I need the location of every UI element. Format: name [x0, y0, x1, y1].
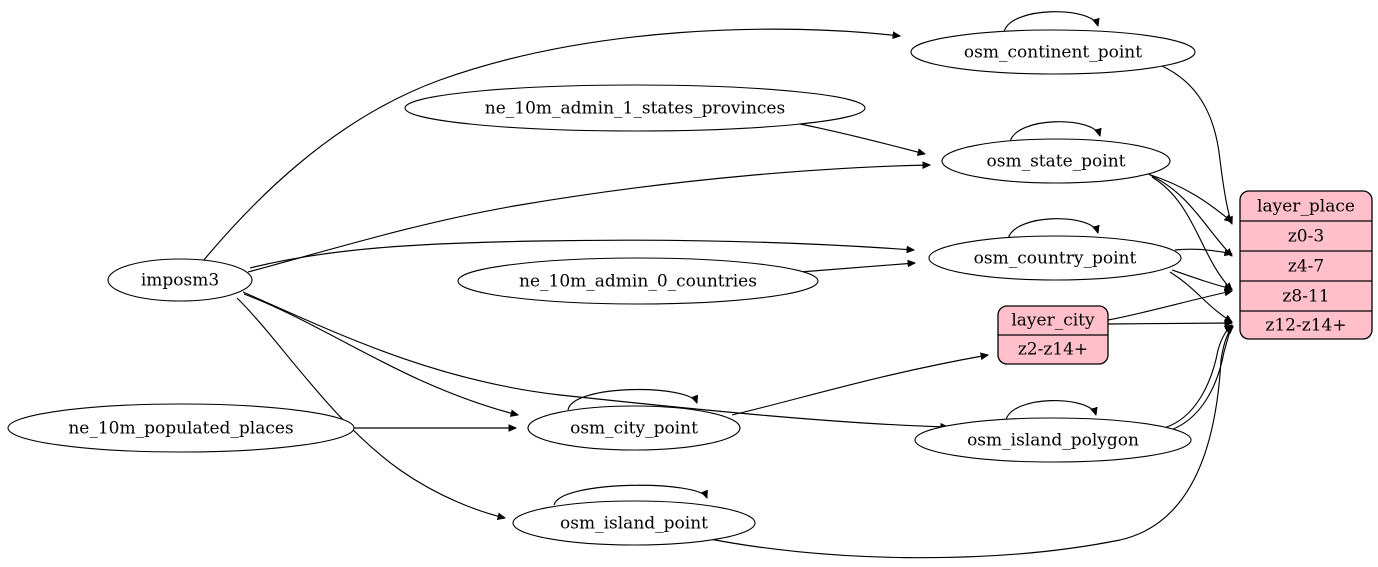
node-label-osm_continent_point: osm_continent_point [964, 43, 1142, 63]
edge-imposm3-to-osm_city_point [243, 293, 518, 415]
edge-osm_state_point-to-layer_place-z4_7 [1149, 174, 1232, 256]
edge-layer [202, 11, 1233, 559]
edge-osm_state_point-to-layer_place-z0_3 [1147, 173, 1232, 222]
edge-imposm3-to-osm_continent_point [202, 28, 900, 262]
edge-osm_island_polygon-to-layer_place-z12_z14b [1167, 326, 1233, 432]
node-osm_continent_point[interactable]: osm_continent_point [910, 29, 1196, 75]
edge-osm_country_point-to-layer_place-z12_z14 [1169, 271, 1232, 322]
node-imposm3[interactable]: imposm3 [107, 258, 253, 302]
record-node-layer_city[interactable]: layer_city z2-z14+ [997, 305, 1109, 365]
edge-osm_island_polygon-to-layer_place-z12_z14 [1163, 325, 1232, 429]
edge-layer_city-to-layer_place-z8_11 [1107, 291, 1232, 321]
self-loop-osm_country_point [1007, 218, 1098, 240]
record-row-layer_place-2[interactable]: z8-11 [1282, 287, 1329, 307]
node-osm_country_point[interactable]: osm_country_point [928, 235, 1182, 281]
record-header-layer_place: layer_place [1257, 197, 1355, 217]
node-label-osm_city_point: osm_city_point [570, 419, 698, 439]
record-row-layer_place-3[interactable]: z12-z14+ [1265, 316, 1346, 336]
edge-osm_country_point-to-layer_place-z8_11 [1171, 269, 1232, 289]
node-label-osm_country_point: osm_country_point [974, 249, 1137, 269]
node-ne_10m_admin_0_countries[interactable]: ne_10m_admin_0_countries [457, 257, 819, 305]
node-label-osm_state_point: osm_state_point [987, 152, 1126, 172]
edge-osm_island_point-to-layer_place [699, 327, 1233, 559]
edge-imposm3-to-osm_island_polygon [242, 291, 948, 427]
record-row-layer_city-0[interactable]: z2-z14+ [1018, 340, 1088, 360]
node-label-osm_island_point: osm_island_point [560, 514, 708, 534]
self-loop-osm_island_polygon [1005, 400, 1096, 421]
node-label-imposm3: imposm3 [141, 271, 219, 291]
self-loop-osm_island_point [553, 484, 707, 506]
edge-ne_10m_admin_1_states_provinces-to-osm_state_point [799, 123, 925, 154]
edge-imposm3-to-osm_state_point [247, 165, 930, 273]
node-label-ne_10m_admin_0_countries: ne_10m_admin_0_countries [519, 272, 757, 292]
edge-layer_city-to-layer_place-z12_z14 [1107, 323, 1232, 324]
self-loop-osm_city_point [567, 388, 697, 411]
record-header-layer_city: layer_city [1011, 311, 1095, 331]
record-row-layer_place-0[interactable]: z0-3 [1288, 227, 1324, 247]
node-label-ne_10m_admin_1_states_provinces: ne_10m_admin_1_states_provinces [485, 99, 785, 119]
edge-imposm3-to-osm_country_point [249, 239, 914, 269]
node-osm_city_point[interactable]: osm_city_point [527, 405, 741, 451]
self-loop-osm_state_point [1009, 121, 1100, 143]
node-ne_10m_admin_1_states_provinces[interactable]: ne_10m_admin_1_states_provinces [404, 84, 866, 132]
edge-imposm3-to-osm_island_point [236, 297, 505, 518]
self-loop-osm_continent_point [1003, 11, 1098, 33]
edge-osm_state_point-to-layer_place-z8_11 [1151, 176, 1232, 290]
edge-osm_city_point-to-layer_city [731, 355, 988, 416]
node-ne_10m_populated_places[interactable]: ne_10m_populated_places [7, 403, 355, 453]
edge-osm_country_point-to-layer_place-z4_7 [1174, 249, 1232, 254]
node-osm_island_point[interactable]: osm_island_point [512, 500, 756, 546]
node-label-ne_10m_populated_places: ne_10m_populated_places [68, 419, 293, 439]
node-label-osm_island_polygon: osm_island_polygon [967, 431, 1139, 451]
edge-ne_10m_admin_0_countries-to-osm_country_point [799, 263, 915, 273]
node-osm_island_polygon[interactable]: osm_island_polygon [914, 417, 1192, 463]
record-node-layer_place[interactable]: layer_place z0-3 z4-7 z8-11 z12-z14+ [1239, 190, 1373, 340]
node-osm_state_point[interactable]: osm_state_point [941, 138, 1171, 184]
node-layer: imposm3 ne_10m_populated_places ne_10m_a… [7, 29, 1373, 546]
record-row-layer_place-1[interactable]: z4-7 [1288, 257, 1324, 277]
edge-osm_continent_point-to-layer_place-z0_3 [1161, 65, 1232, 224]
